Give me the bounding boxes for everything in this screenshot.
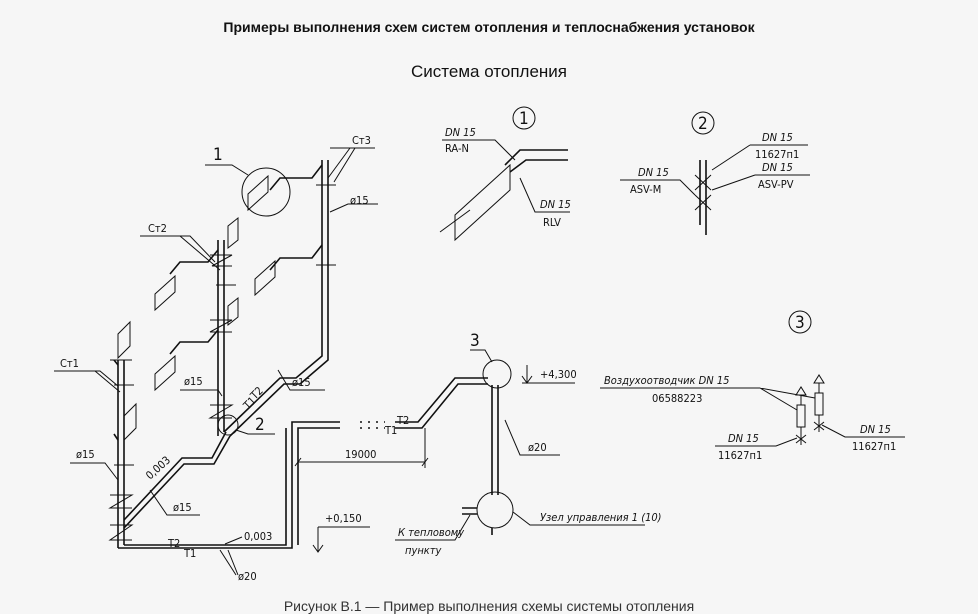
control-unit-label: Узел управления 1 (10) (540, 511, 662, 524)
detail-3-code-b: 11627п1 (852, 440, 896, 453)
detail-1-dn-a: DN 15 (445, 126, 476, 139)
riser-label-2: Ст2 (148, 222, 167, 235)
detail-2-dn-c: DN 15 (638, 166, 669, 179)
slope-main: 0,003 (244, 530, 272, 543)
detail-3-number: 3 (795, 313, 805, 333)
detail-2-number: 2 (698, 114, 708, 134)
to-heat-point-line2: пункту (405, 544, 442, 557)
detail-3-air-vent: Воздухоотводчик DN 15 (604, 374, 729, 387)
detail-1: 1 DN 15 RA-N DN 15 RLV (439, 106, 571, 242)
detail-3-dn-b: DN 15 (860, 423, 891, 436)
detail-2: 2 DN 15 11627п1 DN 15 ASV-PV DN 15 ASV-M (620, 111, 810, 235)
diameter-branch1: ø15 (173, 501, 192, 514)
diameter-riser3: ø15 (350, 194, 369, 207)
return-label-upper: Т2 (396, 414, 409, 427)
figure-caption: Рисунок В.1 — Пример выполнения схемы си… (283, 598, 695, 614)
riser-label-1: Ст1 (60, 357, 79, 370)
diameter-riser1: ø15 (76, 448, 95, 461)
detail-1-number: 1 (519, 109, 529, 129)
detail-3-dn-a: DN 15 (728, 432, 759, 445)
detail-2-valve-b: ASV-PV (758, 178, 794, 191)
control-unit-symbol (476, 491, 514, 529)
callout-1: 1 (213, 145, 223, 165)
detail-2-code-a: 11627п1 (755, 148, 799, 161)
diameter-branch3: ø15 (292, 376, 311, 389)
detail-1-valve-a: RA-N (445, 142, 469, 155)
diameter-main: ø20 (238, 570, 257, 583)
section-title: Система отопления (411, 62, 567, 81)
radiators (117, 174, 276, 442)
diameter-node-riser: ø20 (528, 441, 547, 454)
level-high: +4,300 (540, 368, 577, 381)
callout-circle-3 (482, 359, 512, 389)
return-label-main: Т2 (167, 537, 180, 550)
supply-label-main: Т1 (183, 547, 196, 560)
diameter-riser2: ø15 (184, 375, 203, 388)
detail-2-dn-a: DN 15 (762, 131, 793, 144)
detail-2-dn-b: DN 15 (762, 161, 793, 174)
dimension-length: 19000 (345, 448, 376, 461)
detail-3-code-a: 11627п1 (718, 449, 762, 462)
detail-3: 3 Воздухоотводчик DN 15 06588223 DN 15 1… (600, 310, 905, 462)
callout-circle-1 (241, 167, 291, 217)
callout-2: 2 (255, 415, 265, 435)
detail-1-dn-b: DN 15 (540, 198, 571, 211)
page-heading: Примеры выполнения схем систем отопления… (223, 19, 755, 35)
supply-label-upper: Т1 (384, 424, 397, 437)
detail-1-valve-b: RLV (543, 216, 561, 229)
fittings (108, 184, 336, 541)
level-low: +0,150 (325, 512, 362, 525)
to-heat-point-line1: К тепловому (398, 526, 464, 539)
detail-2-valve-c: ASV-M (630, 183, 661, 196)
callout-3: 3 (470, 331, 480, 351)
detail-3-air-code: 06588223 (652, 392, 702, 405)
riser-label-3: Ст3 (352, 134, 371, 147)
callout-circle-2 (217, 414, 239, 436)
pipes (113, 160, 499, 549)
slope-diagonal: 0,003 (143, 454, 173, 483)
